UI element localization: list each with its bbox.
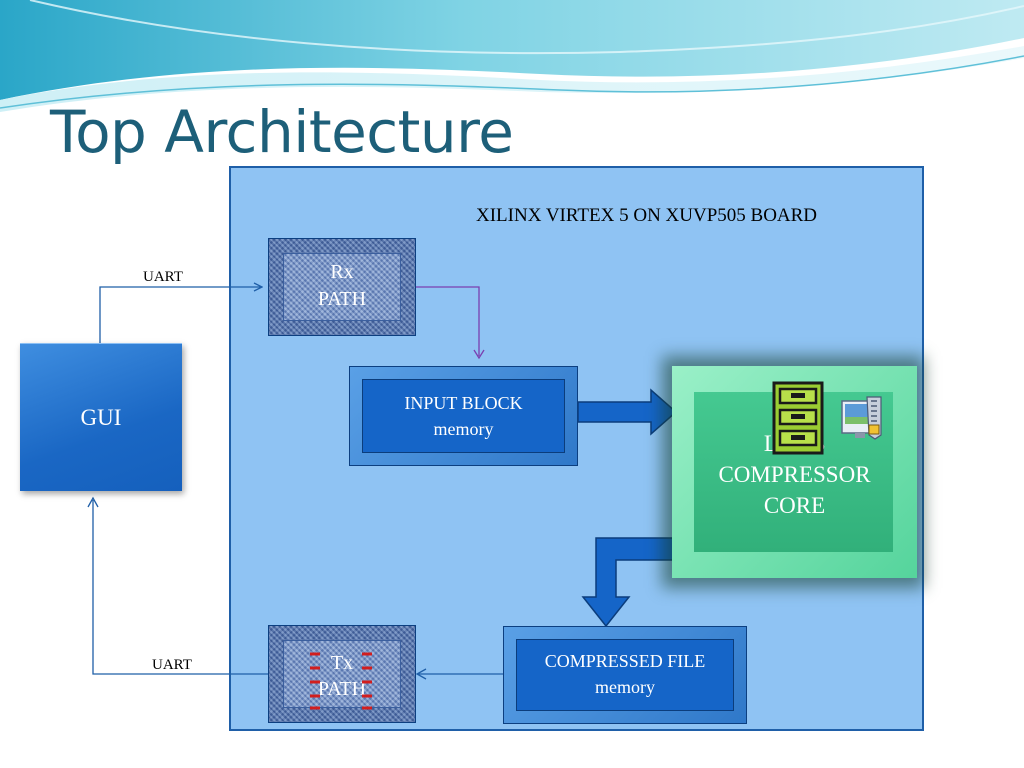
board-label: XILINX VIRTEX 5 ON XUVP505 BOARD	[476, 205, 818, 226]
file-cabinet-icon	[772, 381, 824, 455]
winzip-icon	[841, 396, 882, 440]
link-gui-arrowhead	[87, 496, 99, 508]
input-block-label-line2: memory	[433, 419, 494, 439]
compressed-file-label-line2: memory	[595, 677, 655, 697]
link-rx-arrowhead	[473, 349, 485, 360]
compressed-file-label-line1: COMPRESSED FILE	[544, 651, 706, 671]
link-rx-to-input-block	[416, 286, 480, 356]
input-block-memory: INPUT BLOCK memory	[349, 366, 578, 466]
tx-path-block: Tx PATH	[268, 625, 416, 723]
rx-path-label-line1: Rx	[330, 261, 354, 283]
uart-link-gui-to-rx	[99, 287, 262, 343]
tx-path-label-line2: PATH	[317, 678, 367, 700]
block-arrow-core-to-compressed	[581, 537, 675, 628]
uart-label-top: UART	[143, 269, 183, 285]
core-label-line2: COMPRESSOR	[718, 462, 871, 487]
compressed-file-memory: COMPRESSED FILE memory	[503, 626, 747, 724]
core-label-line3: CORE	[763, 493, 826, 518]
rx-path-block: Rx PATH	[268, 238, 416, 336]
uart-label-bottom: UART	[152, 657, 192, 673]
uart-link-tx-to-gui	[92, 500, 268, 675]
rx-path-label-line2: PATH	[317, 288, 367, 310]
link-tx-arrowhead	[415, 668, 427, 680]
tx-path-label-line1: Tx	[330, 652, 354, 674]
gui-label: GUI	[80, 405, 122, 430]
slide-title: Top Architecture	[50, 98, 514, 166]
header-wave-decoration	[0, 0, 1024, 112]
input-block-label-line1: INPUT BLOCK	[404, 393, 523, 413]
tx-path-marker-overlay	[310, 652, 372, 710]
gui-block: GUI	[20, 343, 182, 491]
